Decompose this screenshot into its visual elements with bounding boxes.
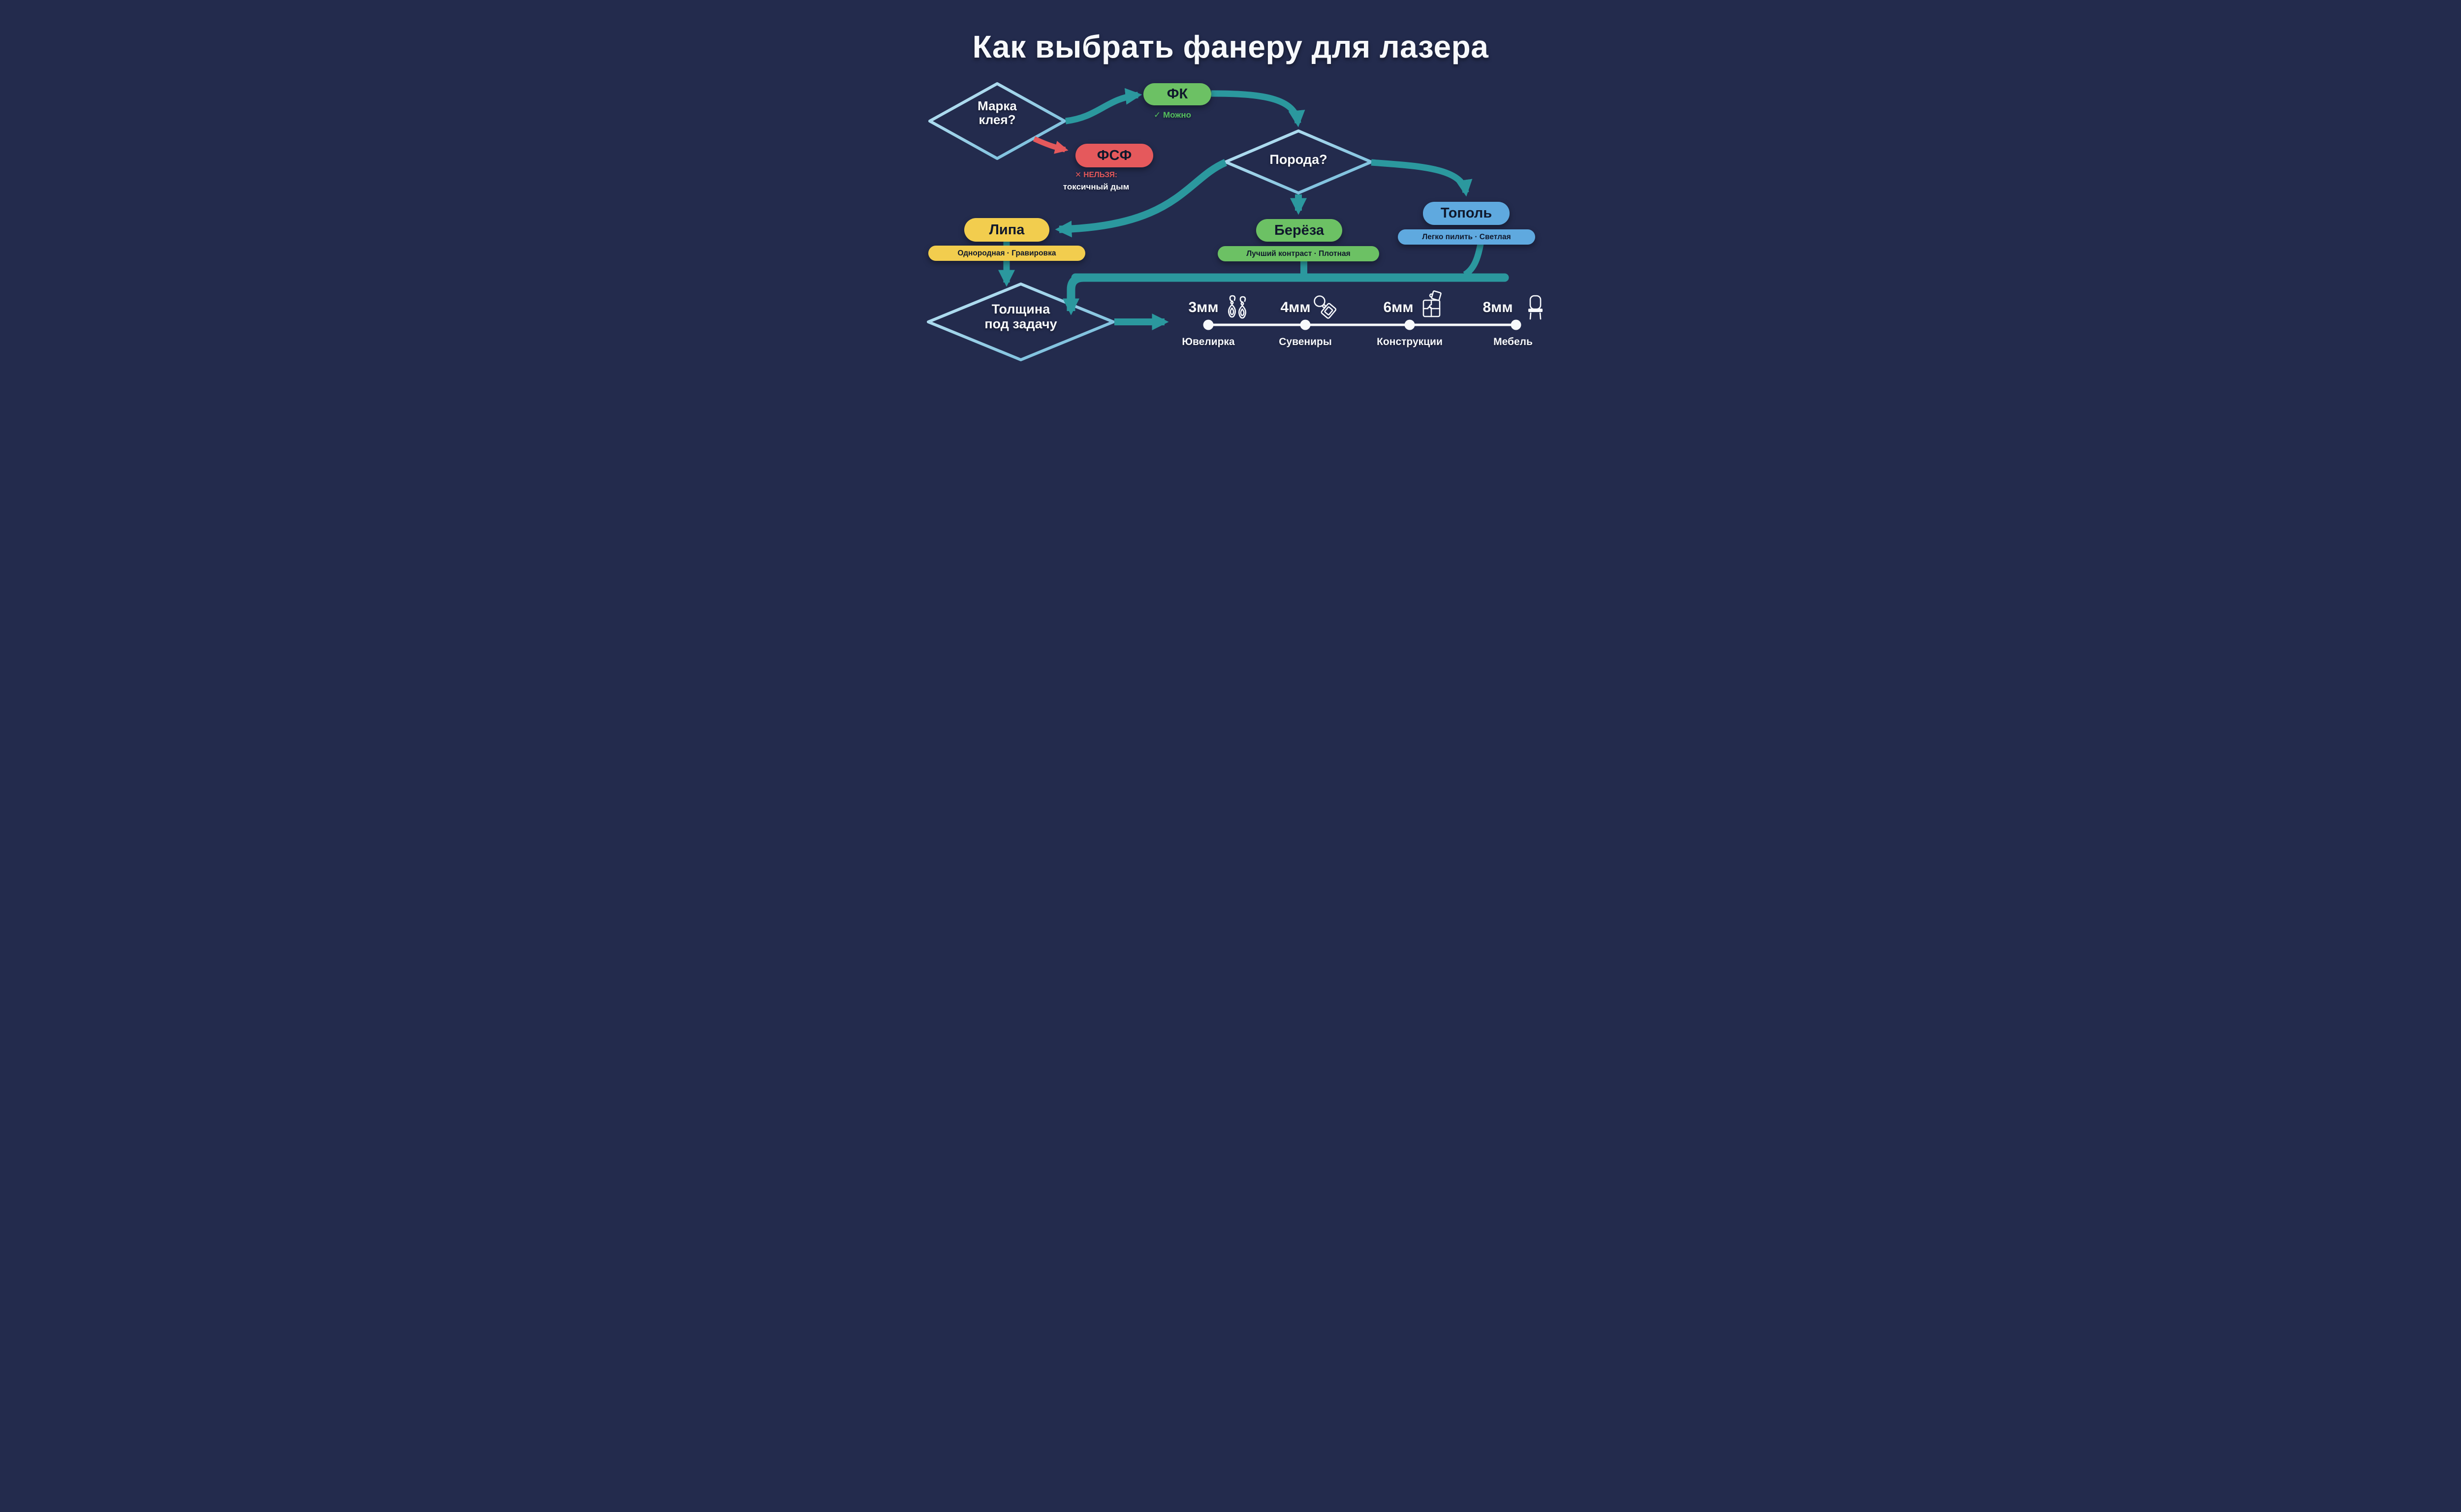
topol-node: Тополь	[1423, 202, 1510, 225]
puzzle-icon	[1422, 290, 1442, 317]
lipa-node: Липа	[964, 218, 1049, 242]
earrings-icon	[1228, 295, 1247, 319]
timeline-dot-3mm	[1203, 319, 1214, 330]
timeline-size-3mm: 3мм	[1188, 299, 1219, 315]
chair-icon	[1528, 295, 1543, 320]
arrow-bar-to-thickness	[1063, 273, 1084, 315]
timeline-category-souvenirs: Сувениры	[1279, 336, 1332, 347]
timeline-size-8mm: 8мм	[1483, 299, 1513, 315]
bereza-subtitle: Лучший контраст · Плотная	[1218, 246, 1379, 261]
fk-note: ✓ Можно	[1154, 110, 1191, 120]
thickness-question-label: Толщина под задачу	[984, 302, 1057, 331]
glue-question-label: Марка клея?	[978, 98, 1017, 127]
fsf-note-text: НЕЛЬЗЯ:	[1083, 171, 1118, 179]
arrow-species-to-lipa	[1055, 159, 1227, 238]
cross-icon: ✕	[1074, 171, 1081, 179]
timeline-dot-4mm	[1300, 319, 1311, 330]
page-title: Как выбрать фанеру для лазера	[972, 29, 1489, 64]
arrow-species-to-topol	[1371, 159, 1473, 197]
timeline-size-6mm: 6мм	[1383, 299, 1414, 315]
timeline-dot-8mm	[1511, 319, 1521, 330]
topol-subtitle: Легко пилить · Светлая	[1398, 229, 1535, 245]
timeline-category-constructions: Конструкции	[1377, 336, 1443, 347]
arrow-glue-to-fsf	[1033, 136, 1069, 154]
timeline-size-4mm: 4мм	[1280, 299, 1311, 315]
bereza-node: Берёза	[1256, 219, 1342, 242]
fsf-note: ✕ НЕЛЬЗЯ:	[1075, 170, 1117, 180]
fk-node: ФК	[1143, 83, 1211, 105]
lipa-subtitle: Однородная · Гравировка	[928, 246, 1085, 261]
infographic-plywood-laser: Как выбрать фанеру для лазера Марка клея…	[892, 0, 1569, 378]
check-icon: ✓	[1153, 110, 1161, 120]
arrow-fk-to-species	[1211, 90, 1305, 127]
glue-question-diamond	[928, 82, 1066, 160]
flowchart-art	[927, 82, 1543, 361]
thickness-question-diamond	[927, 283, 1115, 361]
timeline-category-furniture: Мебель	[1493, 336, 1533, 347]
arrow-glue-to-fk	[1065, 88, 1142, 125]
fsf-note-detail: токсичный дым	[1063, 182, 1130, 191]
timeline-category-jewelry: Ювелирка	[1182, 336, 1235, 347]
connector-topol-stub	[1463, 243, 1484, 278]
species-question-label: Порода?	[1269, 152, 1327, 167]
timeline-dot-6mm	[1404, 319, 1415, 330]
fk-note-text: Можно	[1163, 110, 1192, 120]
keychain-tag-icon	[1314, 295, 1337, 319]
species-question-diamond	[1224, 129, 1373, 194]
fsf-node: ФСФ	[1075, 144, 1153, 167]
